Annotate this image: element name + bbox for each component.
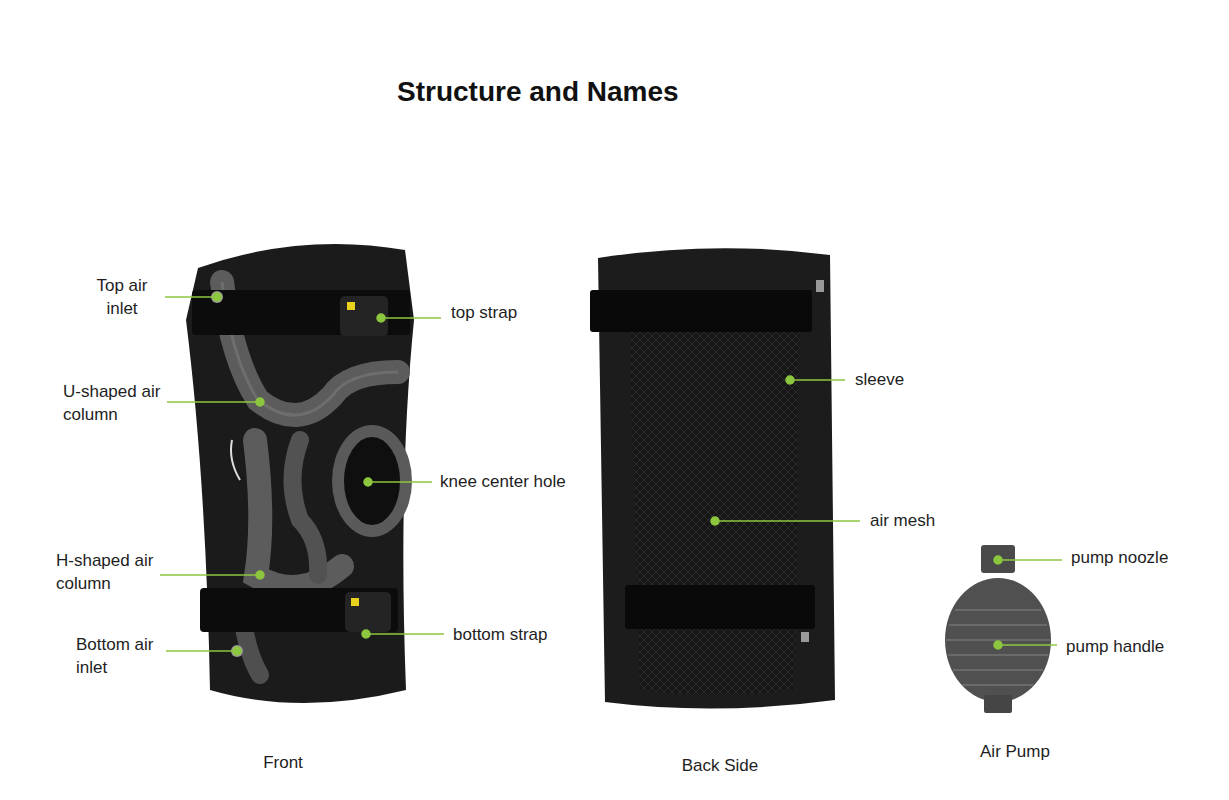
leader-lines xyxy=(160,293,1062,655)
part-label: pump noozle xyxy=(1071,546,1168,569)
part-label: air mesh xyxy=(870,509,935,532)
back-brace xyxy=(590,248,835,708)
part-label: sleeve xyxy=(855,368,904,391)
view-caption: Air Pump xyxy=(980,740,1050,763)
air-pump xyxy=(945,545,1051,713)
part-label: knee center hole xyxy=(440,470,566,493)
part-label: bottom strap xyxy=(453,623,548,646)
diagram-title: Structure and Names xyxy=(397,76,679,108)
part-label: top strap xyxy=(451,301,517,324)
view-caption: Back Side xyxy=(682,754,759,777)
part-label: H-shaped air column xyxy=(56,549,154,595)
part-label: pump handle xyxy=(1066,635,1164,658)
part-label: U-shaped air column xyxy=(63,380,161,426)
part-label: Top air inlet xyxy=(85,274,159,320)
view-caption: Front xyxy=(263,751,303,774)
part-label: Bottom air inlet xyxy=(76,633,160,679)
